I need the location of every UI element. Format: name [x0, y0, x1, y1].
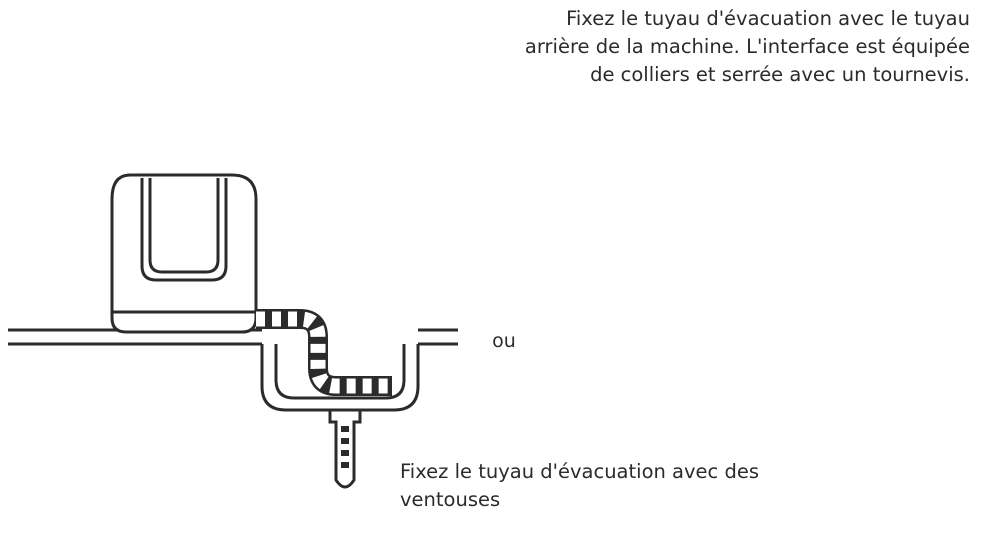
sink-icon — [260, 344, 420, 489]
instruction-suction: Fixez le tuyau d'évacuation avec des ven… — [400, 460, 759, 511]
machine-icon — [110, 173, 258, 334]
or-label: ou — [492, 330, 516, 352]
drain-hose-left — [256, 309, 392, 396]
instruction-clamp: Fixez le tuyau d'évacuation avec le tuya… — [524, 7, 970, 86]
